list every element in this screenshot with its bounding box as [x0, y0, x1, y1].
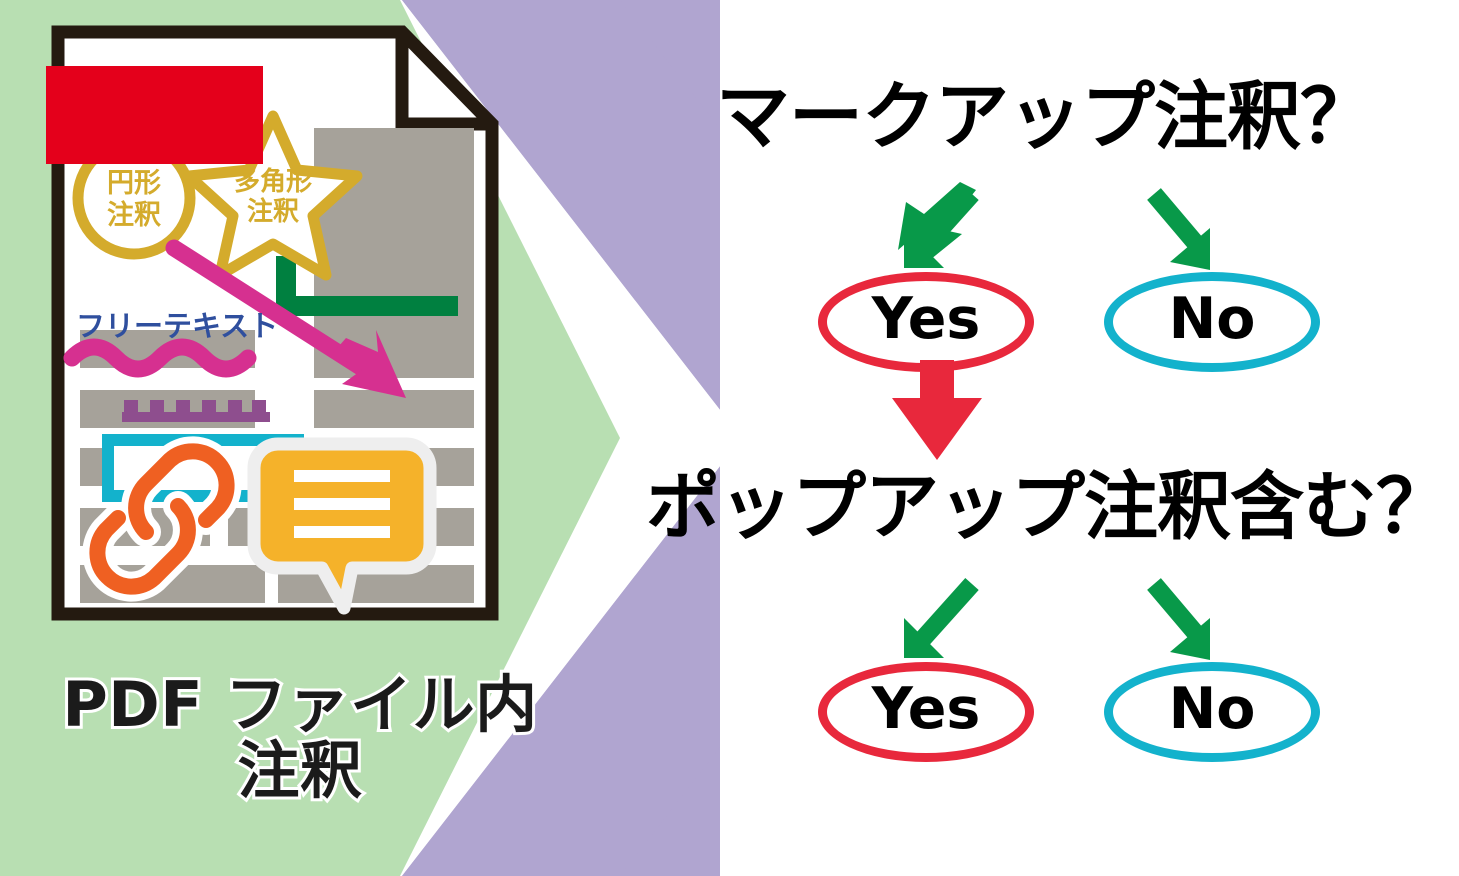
- line-arrow-annotation-icon: [165, 239, 406, 398]
- answer-yes-2-label: Yes: [871, 675, 981, 742]
- dashed-underline-annotation-icon: [122, 400, 270, 422]
- answer-no-2[interactable]: No: [1104, 662, 1320, 762]
- question-markup-annotation: マークアップ注釈？: [716, 74, 1374, 160]
- caption-line-1: PDF ファイル内: [59, 668, 540, 741]
- polygon-annotation-label-1: 多角形: [234, 166, 312, 197]
- question-popup-annotation: ポップアップ注釈含む？: [646, 464, 1450, 550]
- answer-yes-2[interactable]: Yes: [818, 662, 1034, 762]
- circle-annotation-label-2: 注釈: [107, 199, 161, 231]
- document-page-outline: [51, 25, 499, 621]
- strikeout-annotation-icon: [276, 256, 458, 316]
- purple-chevron-shape: [402, 0, 720, 876]
- polygon-annotation-icon: 多角形 注釈: [183, 110, 363, 281]
- redaction-annotation-icon: [46, 66, 263, 164]
- squiggly-annotation-icon: [63, 338, 257, 378]
- answer-no-1[interactable]: No: [1104, 272, 1320, 372]
- arrow-to-yes-1-icon: [898, 182, 979, 268]
- document-fold-corner-icon: [395, 32, 492, 131]
- answer-no-1-label: No: [1168, 285, 1256, 352]
- answer-yes-1-label: Yes: [871, 285, 981, 352]
- left-panel-caption: PDF ファイル内 注釈: [0, 668, 600, 807]
- arrow-to-no-1-icon: [1147, 188, 1210, 270]
- purple-chevron-polygon-2: [402, 0, 720, 876]
- polygon-annotation-label-2: 注釈: [247, 196, 299, 227]
- circle-annotation-label-1: 円形: [107, 168, 161, 199]
- popup-note-annotation-icon: [247, 437, 437, 615]
- pdf-document-illustration: 多角形 注釈 円形 注釈 フリーテキスト: [46, 25, 499, 621]
- arrow-yes-to-question-2-icon: [892, 360, 982, 460]
- free-text-annotation-label: フリーテキスト: [76, 309, 278, 343]
- arrow-to-yes-2-icon: [904, 577, 979, 658]
- answer-yes-1[interactable]: Yes: [818, 272, 1034, 372]
- caption-line-2: 注釈: [234, 733, 365, 807]
- document-image-block: [314, 128, 474, 378]
- arrow-to-no-2-icon: [1147, 578, 1210, 660]
- answer-no-2-label: No: [1168, 675, 1256, 742]
- link-annotation-icon: [82, 436, 242, 602]
